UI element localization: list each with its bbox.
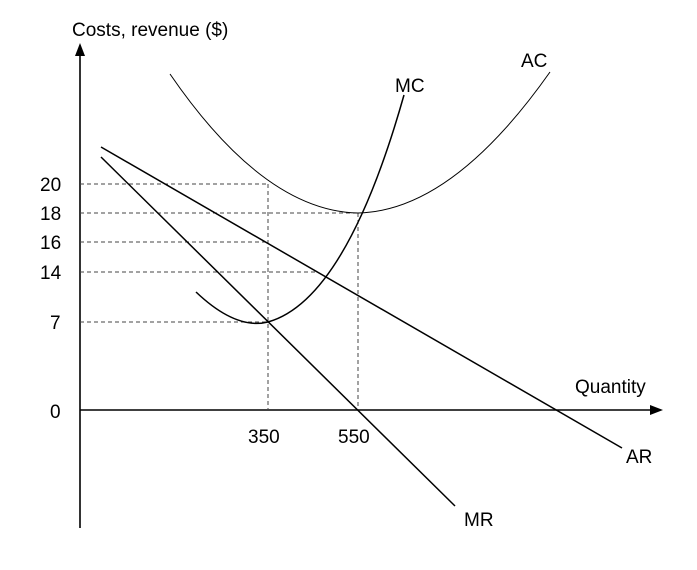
y-tick-label: 18 — [40, 204, 61, 225]
mc-curve — [195, 94, 405, 325]
ac-curve — [169, 71, 551, 214]
mr-label: MR — [464, 510, 494, 531]
ar-label: AR — [626, 447, 652, 468]
mc-label: MC — [395, 76, 425, 97]
ar-line — [100, 146, 623, 449]
x-tick-label: 550 — [338, 427, 370, 448]
y-tick-label: 20 — [40, 175, 61, 196]
x-axis-label: Quantity — [575, 377, 646, 398]
x-axis-arrow — [650, 405, 663, 415]
y-axis-arrow — [75, 43, 85, 56]
x-tick-label: 350 — [248, 427, 280, 448]
guide-lines — [80, 183, 359, 410]
mr-line — [100, 156, 456, 507]
y-tick-label: 14 — [40, 263, 62, 284]
y-tick-label: 16 — [40, 233, 61, 254]
origin-label: 0 — [50, 402, 61, 423]
ac-label: AC — [521, 51, 547, 72]
y-axis-label: Costs, revenue ($) — [72, 20, 228, 41]
y-tick-label: 7 — [50, 313, 61, 334]
